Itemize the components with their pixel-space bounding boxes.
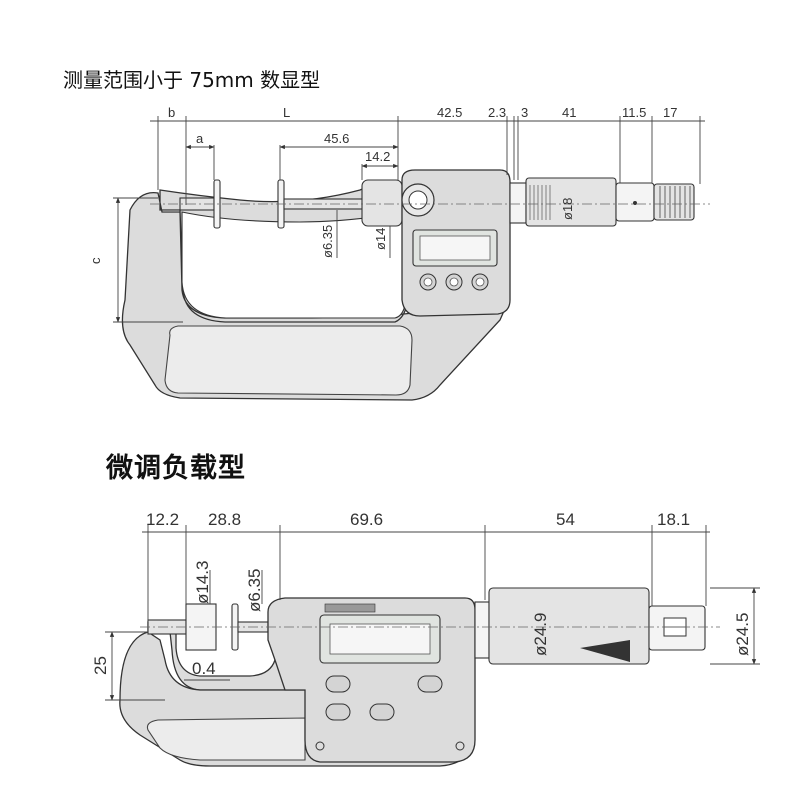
dim-dia-14: ø14 xyxy=(373,228,388,250)
bottom-button-2 xyxy=(417,675,443,693)
dim-28-8: 28.8 xyxy=(208,510,241,529)
top-dimension-lines xyxy=(113,116,705,323)
dim-dia-14-3: ø14.3 xyxy=(193,561,212,604)
dim-3: 3 xyxy=(521,105,528,120)
dim-0-4: 0.4 xyxy=(192,659,216,678)
title-bottom-fine-load-type: 微调负载型 xyxy=(106,453,246,484)
dim-L: L xyxy=(283,105,290,120)
dim-42-5: 42.5 xyxy=(437,105,462,120)
bottom-thimble-graduation xyxy=(580,640,630,662)
top-micrometer: b L a 45.6 14.2 42.5 2.3 3 41 11.5 17 c … xyxy=(88,105,710,401)
bottom-micrometer: 12.2 28.8 69.6 54 18.1 ø14.3 ø6.35 25 0.… xyxy=(91,510,760,767)
dim-69-6: 69.6 xyxy=(350,510,383,529)
dim-54: 54 xyxy=(556,510,575,529)
dim-a: a xyxy=(196,131,204,146)
dim-dia-24-9: ø24.9 xyxy=(531,613,550,656)
dim-11-5: 11.5 xyxy=(622,105,646,120)
top-dimension-labels: b L a 45.6 14.2 42.5 2.3 3 41 11.5 17 c … xyxy=(88,105,677,264)
bottom-button-1 xyxy=(325,675,351,693)
dim-dia-6-35: ø6.35 xyxy=(245,569,264,612)
dim-2-3: 2.3 xyxy=(488,105,506,120)
dim-dia-24-5: ø24.5 xyxy=(733,613,752,656)
dim-dia-18: ø18 xyxy=(560,198,575,220)
bottom-button-3 xyxy=(325,703,351,721)
dim-b: b xyxy=(168,105,175,120)
dim-dia-6-35: ø6.35 xyxy=(320,225,335,258)
title-top-digital-type: 测量范围小于 75mm 数显型 xyxy=(63,68,321,92)
dim-45-6: 45.6 xyxy=(324,131,349,146)
dim-c: c xyxy=(88,257,103,264)
top-sleeve xyxy=(509,182,527,224)
bottom-grip-pad xyxy=(146,717,306,761)
bottom-dimension-lines xyxy=(105,525,760,701)
top-spindle-sleeve xyxy=(361,179,403,227)
bottom-sleeve xyxy=(474,601,490,659)
dim-14-2: 14.2 xyxy=(365,149,390,164)
bottom-logo-strip xyxy=(324,603,376,613)
dim-25: 25 xyxy=(91,656,110,675)
dim-12-2: 12.2 xyxy=(146,510,179,529)
dim-41: 41 xyxy=(562,105,576,120)
dim-17: 17 xyxy=(663,105,677,120)
bottom-button-4 xyxy=(369,703,395,721)
top-grip-pad xyxy=(164,325,413,396)
bottom-dimension-labels: 12.2 28.8 69.6 54 18.1 ø14.3 ø6.35 25 0.… xyxy=(91,510,752,678)
top-ratchet-knurl xyxy=(653,183,695,221)
dim-18-1: 18.1 xyxy=(657,510,690,529)
